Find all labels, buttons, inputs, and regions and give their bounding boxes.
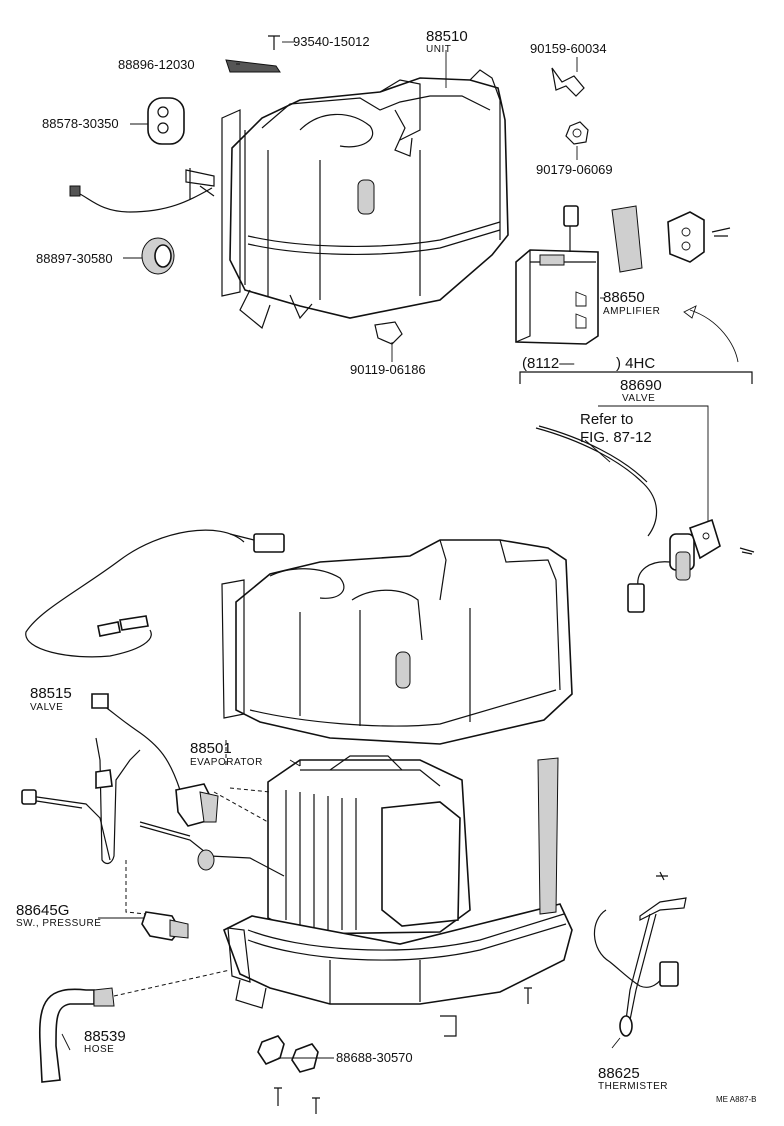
- label-88625: 88625: [598, 1065, 640, 1082]
- gasket-pad[interactable]: [611, 205, 643, 273]
- nut-90179[interactable]: [565, 121, 589, 145]
- label-sw-pressure: SW., PRESSURE: [16, 918, 101, 929]
- label-88515: 88515: [30, 685, 72, 702]
- cooling-unit-lower-cover[interactable]: [221, 539, 573, 745]
- label-hose: HOSE: [84, 1044, 114, 1055]
- wire-harness-top-left[interactable]: [69, 168, 215, 213]
- wire-harness-loop[interactable]: [25, 529, 285, 658]
- thermister-88625[interactable]: [593, 871, 687, 1037]
- label-90159-60034: 90159-60034: [530, 41, 607, 56]
- label-90119-06186: 90119-06186: [350, 362, 426, 377]
- pipe-assembly-left[interactable]: [21, 737, 285, 877]
- label-refer-to: Refer to: [580, 411, 633, 428]
- valve-88690[interactable]: [535, 425, 755, 613]
- label-unit: UNIT: [426, 44, 451, 55]
- label-88896-12030: 88896-12030: [118, 57, 195, 72]
- clip-88688[interactable]: [257, 1035, 319, 1073]
- screws-bottom[interactable]: [274, 987, 532, 1114]
- bolt-90119[interactable]: [374, 321, 403, 356]
- drain-tube[interactable]: [537, 757, 559, 915]
- grommet-88578[interactable]: [147, 97, 185, 145]
- label-88897-30580: 88897-30580: [36, 251, 113, 266]
- label-valve-top: VALVE: [622, 393, 655, 404]
- screw-93540[interactable]: [268, 35, 290, 50]
- label-88578-30350: 88578-30350: [42, 116, 119, 131]
- label-90179-06069: 90179-06069: [536, 162, 613, 177]
- bolt-90159[interactable]: [551, 67, 585, 97]
- label-88539: 88539: [84, 1028, 126, 1045]
- grommet-88897[interactable]: [141, 237, 175, 275]
- label-88645g: 88645G: [16, 902, 69, 919]
- label-88650: 88650: [603, 289, 645, 306]
- amplifier-bracket[interactable]: [667, 211, 731, 263]
- label-evaporator: EVAPORATOR: [190, 757, 263, 768]
- cooling-unit-lower-case[interactable]: [223, 903, 573, 1009]
- hose-88539[interactable]: [38, 987, 115, 1083]
- label-93540-15012: 93540-15012: [293, 34, 370, 49]
- catalog-code: ME A887-B: [716, 1095, 756, 1104]
- seal-88896[interactable]: [225, 59, 281, 73]
- label-serial-range: (8112—: [522, 355, 574, 372]
- valve-88515[interactable]: [91, 693, 219, 827]
- bracket-clip[interactable]: [440, 1015, 457, 1037]
- label-amplifier: AMPLIFIER: [603, 306, 660, 317]
- label-88510: 88510: [426, 28, 468, 45]
- label-fig-reference: FIG. 87-12: [580, 429, 652, 446]
- label-engine-variant: ) 4HC: [616, 355, 655, 372]
- amplifier-88650[interactable]: [515, 205, 599, 345]
- pressure-switch-88645g[interactable]: [141, 911, 189, 941]
- cooling-unit-top[interactable]: [221, 69, 509, 330]
- label-88690: 88690: [620, 377, 662, 394]
- label-valve-left: VALVE: [30, 702, 63, 713]
- label-thermister: THERMISTER: [598, 1081, 668, 1092]
- evaporator-88501[interactable]: [267, 755, 471, 935]
- label-88688-30570: 88688-30570: [336, 1050, 413, 1065]
- label-88501: 88501: [190, 740, 232, 757]
